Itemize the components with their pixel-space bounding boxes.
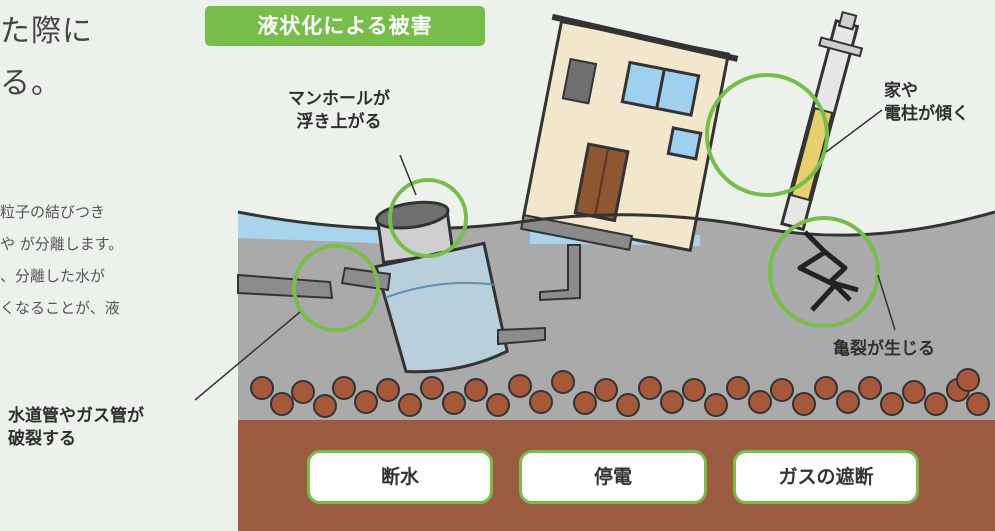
effect-power-outage: 停電 <box>519 450 707 504</box>
left-body-line-1: 粒子の結びつき <box>0 203 106 221</box>
left-heading-line-2: る。 <box>0 66 62 101</box>
leader-lines <box>194 109 896 401</box>
left-heading-line-1: た際に <box>0 14 93 49</box>
highlight-circles <box>292 73 880 332</box>
label-pipe-line-2: 破裂する <box>8 429 76 449</box>
floating-manhole <box>374 200 509 374</box>
label-house-line-1: 家や <box>884 81 918 101</box>
label-manhole-line-2: 浮き上がる <box>296 112 382 132</box>
highlight-pole <box>705 73 829 197</box>
label-house-pole: 家や 電柱が傾く <box>884 80 969 126</box>
left-body-text: 粒子の結びつき や が分離します。 、分離した水が くなることが、液 <box>0 196 123 324</box>
label-manhole: マンホールが 浮き上がる <box>288 88 390 134</box>
left-heading: た際に る。 <box>0 6 93 110</box>
label-pipe: 水道管やガス管が 破裂する <box>8 405 144 451</box>
ground-crack <box>797 230 859 312</box>
left-body-line-4: くなることが、液 <box>0 299 120 317</box>
label-manhole-line-1: マンホールが <box>288 89 390 109</box>
house-drain-pipe <box>539 244 581 302</box>
utility-pole <box>780 10 864 232</box>
ground-surface-line <box>237 210 995 237</box>
effect-gas-shutoff: ガスの遮断 <box>733 450 919 504</box>
effect-water-outage: 断水 <box>307 450 493 504</box>
left-body-line-3: 、分離した水が <box>0 267 106 285</box>
damage-title-tag: 液状化による被害 <box>205 6 485 46</box>
left-body-line-2: や が分離します。 <box>0 235 124 253</box>
highlight-pipe <box>292 244 380 332</box>
pipe-right <box>497 326 546 346</box>
highlight-manhole <box>388 178 468 258</box>
highlight-crack <box>768 216 880 328</box>
label-pipe-line-1: 水道管やガス管が <box>8 406 144 426</box>
tilted-house <box>520 13 739 253</box>
broken-pipe-left <box>237 273 334 300</box>
label-house-line-2: 電柱が傾く <box>884 104 969 124</box>
label-crack: 亀裂が生じる <box>833 339 935 359</box>
pebbles <box>250 368 990 418</box>
